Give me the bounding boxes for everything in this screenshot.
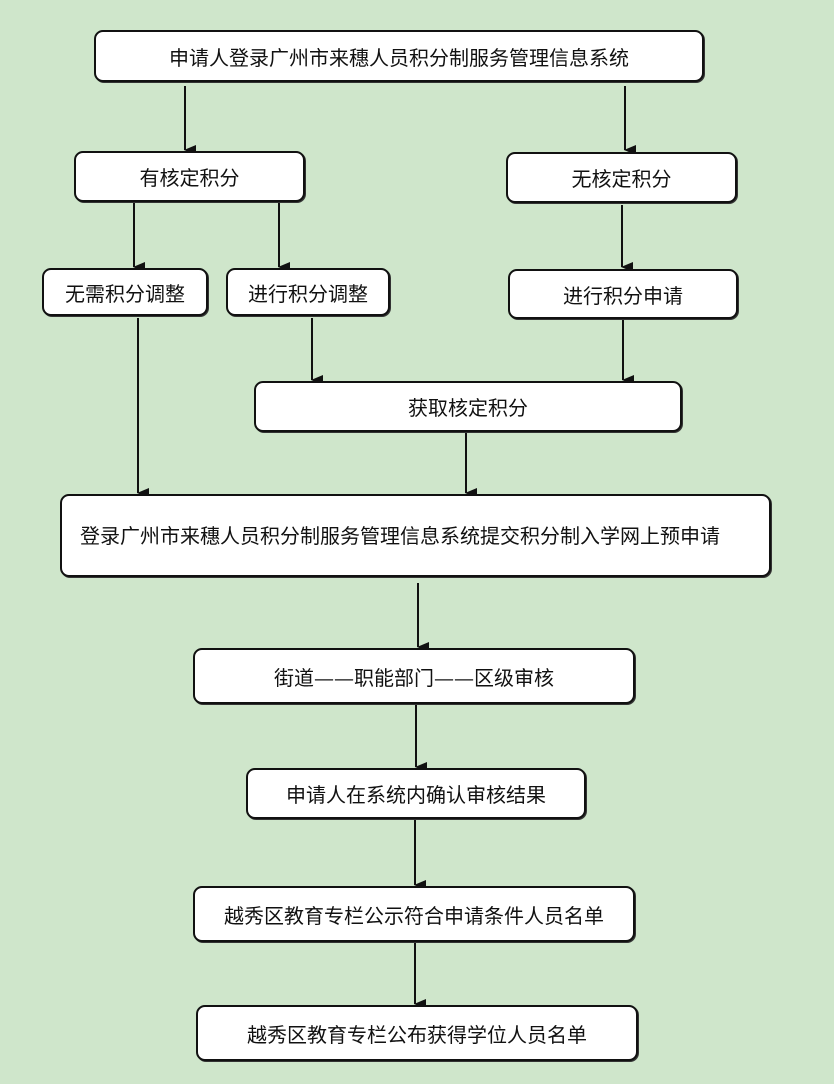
node-login: 申请人登录广州市来穗人员积分制服务管理信息系统: [94, 30, 704, 82]
node-no-adjust: 无需积分调整: [42, 268, 208, 316]
node-label: 登录广州市来穗人员积分制服务管理信息系统提交积分制入学网上预申请: [80, 523, 720, 548]
node-adjust: 进行积分调整: [226, 268, 390, 316]
node-label: 街道——职能部门——区级审核: [274, 665, 554, 690]
node-label: 申请人登录广州市来穗人员积分制服务管理信息系统: [169, 45, 629, 70]
node-publicize: 越秀区教育专栏公示符合申请条件人员名单: [193, 886, 635, 942]
node-label: 获取核定积分: [408, 396, 528, 420]
node-get-points: 获取核定积分: [254, 381, 682, 432]
node-confirm: 申请人在系统内确认审核结果: [246, 768, 586, 819]
node-label: 进行积分申请: [563, 283, 683, 308]
node-apply-points: 进行积分申请: [508, 269, 738, 319]
node-review: 街道——职能部门——区级审核: [193, 648, 635, 704]
node-label: 有核定积分: [139, 166, 240, 190]
node-no-points: 无核定积分: [506, 152, 737, 203]
node-label: 无需积分调整: [65, 281, 185, 306]
node-has-points: 有核定积分: [74, 151, 305, 202]
node-label: 进行积分调整: [248, 281, 368, 306]
node-label: 越秀区教育专栏公示符合申请条件人员名单: [224, 903, 604, 928]
node-publish: 越秀区教育专栏公布获得学位人员名单: [196, 1005, 638, 1061]
node-label: 越秀区教育专栏公布获得学位人员名单: [247, 1022, 587, 1047]
node-label: 无核定积分: [571, 167, 672, 191]
node-label: 申请人在系统内确认审核结果: [286, 783, 546, 807]
node-submit: 登录广州市来穗人员积分制服务管理信息系统提交积分制入学网上预申请: [60, 494, 771, 577]
